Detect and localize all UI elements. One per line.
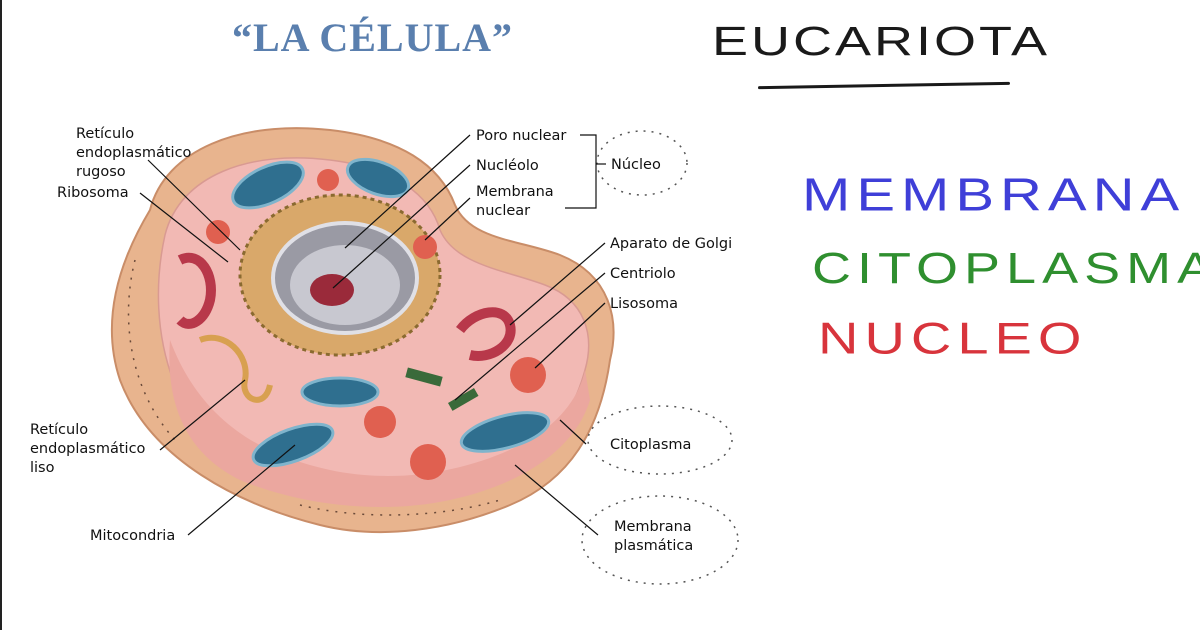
label-lisosoma: Lisosoma [610, 296, 678, 312]
lysosome [410, 444, 446, 480]
label-aparato-golgi: Aparato de Golgi [610, 236, 732, 252]
nucleo-highlight-circle [596, 130, 688, 196]
left-frame-border [0, 0, 2, 630]
note-citoplasma: CITOPLASMA [812, 244, 1200, 293]
label-centriolo: Centriolo [610, 266, 676, 282]
citoplasma-highlight-circle [587, 405, 733, 475]
lysosome [413, 235, 437, 259]
note-eucariota: EUCARIOTA [712, 18, 1051, 64]
mitochondrion [345, 157, 411, 199]
leader-lines [139, 134, 606, 536]
label-ribosoma: Ribosoma [57, 185, 129, 201]
label-mitocondria: Mitocondria [90, 528, 175, 544]
label-reticulo-rugoso-1: Retículo [76, 126, 134, 142]
mitochondrion [459, 411, 551, 453]
mitochondrion [300, 376, 380, 408]
smooth-er [198, 334, 273, 403]
label-reticulo-liso-3: liso [30, 460, 55, 476]
plasma-membrane-crosses [127, 259, 501, 516]
label-poro-nuclear: Poro nuclear [476, 128, 566, 144]
label-citoplasma: Citoplasma [610, 437, 691, 453]
centriole [448, 388, 479, 411]
lysosome [364, 406, 396, 438]
mitochondrion [251, 422, 335, 468]
label-nucleolo: Nucléolo [476, 158, 539, 174]
page-title: “LA CÉLULA” [232, 15, 514, 60]
label-membrana-plasmatica-2: plasmática [614, 538, 693, 554]
note-membrana: MEMBRANA [802, 168, 1186, 221]
label-reticulo-liso-2: endoplasmático [30, 441, 146, 457]
label-reticulo-liso-1: Retículo [30, 422, 88, 438]
mitochondrion [231, 160, 305, 210]
note-nucleo: NUCLEO [818, 312, 1088, 364]
label-reticulo-rugoso-2: endoplasmático [76, 145, 192, 161]
label-membrana-plasmatica-1: Membrana [614, 519, 692, 535]
label-membrana-nuclear-2: nuclear [476, 203, 530, 219]
nucleolus [310, 274, 354, 306]
golgi-apparatus [176, 252, 216, 329]
label-nucleo: Núcleo [611, 157, 661, 173]
label-reticulo-rugoso-3: rugoso [76, 164, 126, 180]
lysosome [317, 169, 339, 191]
label-membrana-nuclear-1: Membrana [476, 184, 554, 200]
membrana-highlight-circle [581, 495, 739, 585]
centriole [405, 367, 443, 387]
lysosome [206, 220, 230, 244]
